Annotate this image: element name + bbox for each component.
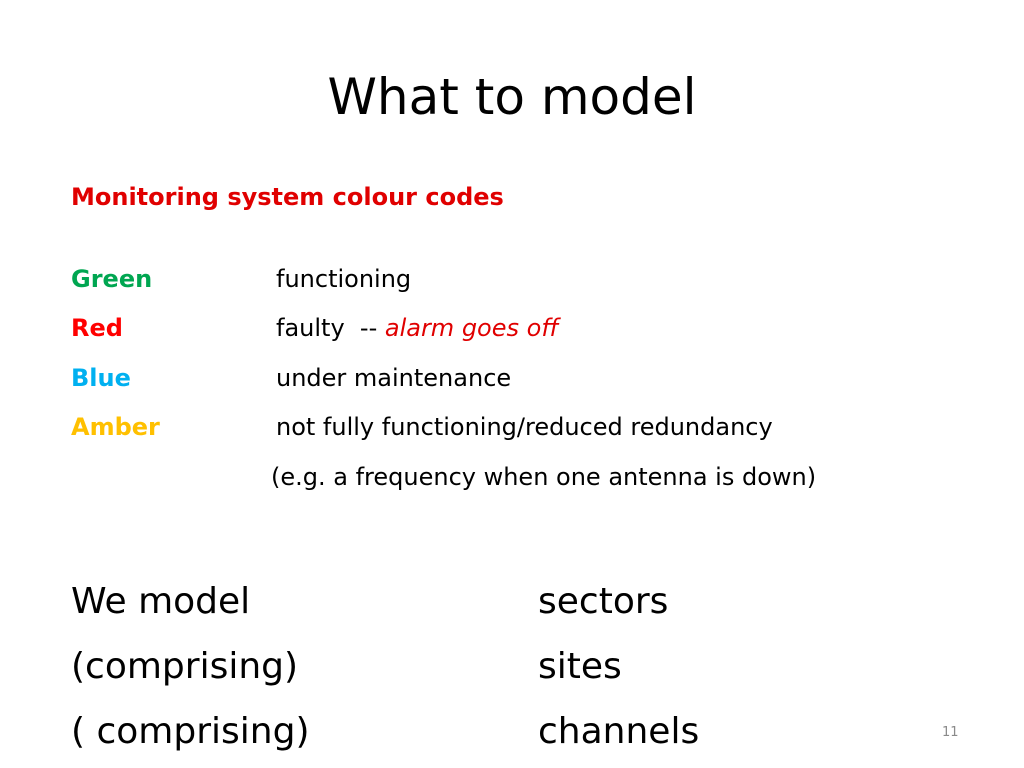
colour-code-name: Amber [71, 413, 160, 441]
colour-code-description: not fully functioning/reduced redundancy [276, 413, 773, 441]
model-right-text: sites [538, 646, 622, 687]
subtitle: Monitoring system colour codes [71, 183, 504, 211]
model-row: We model sectors [0, 578, 1024, 626]
model-right-text: sectors [538, 581, 669, 622]
colour-code-row-red: Red faulty -- alarm goes off [0, 311, 1024, 345]
colour-code-description-text: faulty -- [276, 314, 385, 342]
colour-code-name: Green [71, 265, 153, 293]
colour-code-row-blue: Blue under maintenance [0, 361, 1024, 395]
model-left-text: We model [71, 581, 251, 622]
colour-code-name: Blue [71, 364, 131, 392]
colour-code-row-green: Green functioning [0, 262, 1024, 296]
model-left-text: (comprising) [71, 646, 299, 687]
slide-title: What to model [327, 68, 697, 126]
alarm-text: alarm goes off [384, 314, 559, 342]
page-number: 11 [942, 725, 959, 740]
colour-code-row-amber: Amber not fully functioning/reduced redu… [0, 410, 1024, 444]
model-row: ( comprising) channels [0, 708, 1024, 756]
example-note: (e.g. a frequency when one antenna is do… [271, 463, 817, 491]
model-left-text: ( comprising) [71, 711, 310, 752]
colour-code-description: under maintenance [276, 364, 512, 392]
model-row: (comprising) sites [0, 643, 1024, 691]
colour-code-name: Red [71, 314, 123, 342]
model-right-text: channels [538, 711, 700, 752]
colour-code-description: functioning [276, 265, 412, 293]
colour-code-description: faulty -- alarm goes off [276, 311, 559, 345]
